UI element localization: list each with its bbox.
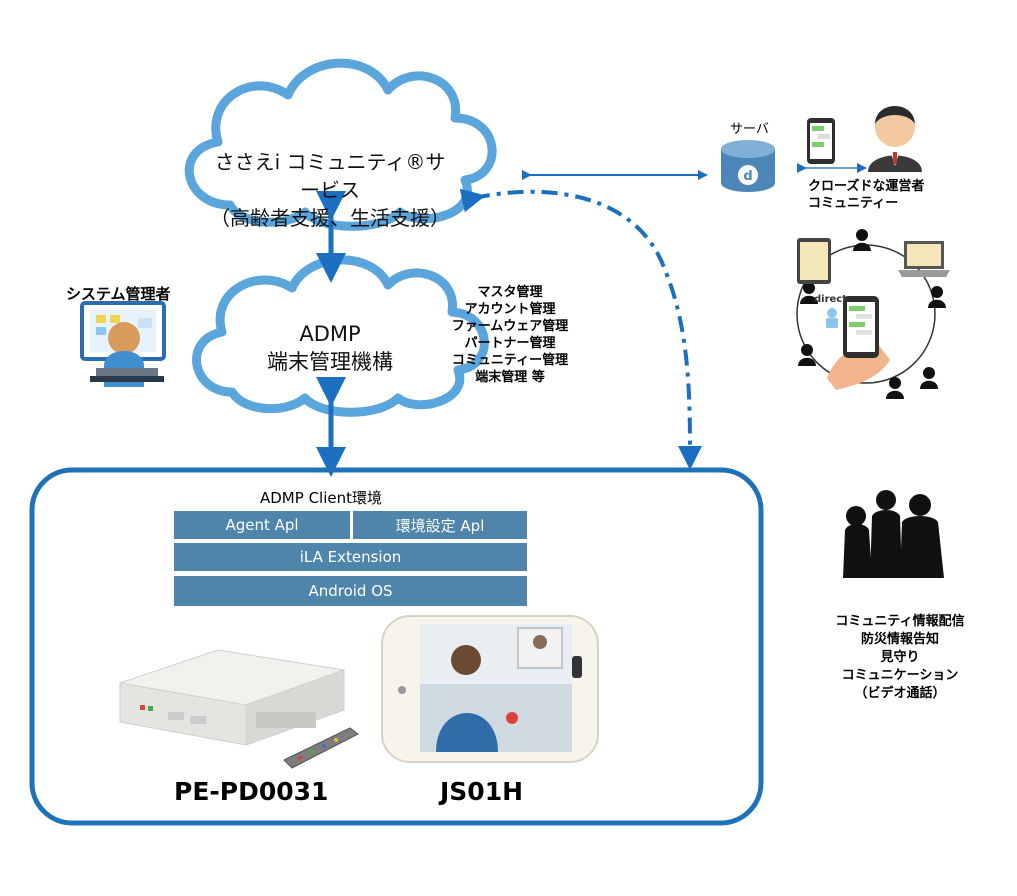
service-item: 見守り — [880, 650, 920, 665]
tablet-illustration — [381, 615, 599, 763]
service-item: コミュニティ情報配信 — [835, 614, 965, 629]
laptop-icon — [898, 241, 950, 277]
stb-label: PE-PD0031 — [174, 777, 329, 806]
layer-agent-apl: Agent Apl — [174, 511, 350, 539]
client-environment-container — [29, 467, 764, 826]
admin-functions-list: マスタ管理 アカウント管理 ファームウェア管理 パートナー管理 コミュニティー管… — [440, 284, 580, 386]
service-cloud — [184, 58, 497, 231]
direct-label: direct — [814, 294, 848, 305]
layer-ila-extension: iLA Extension — [174, 543, 527, 571]
tablet-label: JS01H — [440, 777, 524, 806]
admin-function-item: パートナー管理 — [464, 336, 556, 351]
tablet-small-icon — [797, 238, 831, 284]
admin-function-item: コミュニティー管理 — [451, 353, 569, 368]
svg-text:d: d — [743, 169, 752, 184]
phone-icon — [807, 118, 835, 164]
service-item: コミュニケーション — [841, 668, 959, 683]
community-members — [798, 229, 946, 399]
service-cloud-line2: （高齢者支援、生活支援） — [210, 206, 450, 230]
service-item: 防災情報告知 — [860, 632, 939, 647]
layer-android-os: Android OS — [174, 576, 527, 606]
admp-cloud-line2: 端末管理機構 — [267, 350, 393, 374]
operator-label-line1: クローズドな運営者 — [808, 179, 925, 194]
operator-label: クローズドな運営者 コミュニティー — [808, 178, 924, 212]
system-admin-illustration — [80, 301, 166, 387]
server-icon: d — [721, 140, 775, 192]
direct-robot-icon — [826, 308, 838, 328]
layer-settings-apl: 環境設定 Apl — [353, 511, 527, 539]
set-top-box-illustration — [119, 649, 359, 769]
admin-function-item: 端末管理 等 — [475, 370, 545, 385]
service-cloud-line1: ささえi コミュニティ®サービス — [214, 150, 446, 202]
family-silhouette — [843, 490, 944, 578]
server-label: サーバ — [730, 122, 769, 137]
operator-label-line2: コミュニティー — [808, 196, 899, 211]
service-item: （ビデオ通話） — [854, 686, 946, 701]
operator-illustration — [868, 106, 922, 172]
arrow-cloud-client-dashed — [459, 188, 702, 470]
services-list: コミュニティ情報配信 防災情報告知 見守り コミュニケーション （ビデオ通話） — [820, 613, 980, 703]
sysadmin-label: システム管理者 — [66, 285, 171, 303]
admin-function-item: アカウント管理 — [464, 302, 556, 317]
hand-phone-icon — [827, 296, 890, 390]
admin-function-item: マスタ管理 — [477, 285, 543, 300]
service-cloud-title: ささえi コミュニティ®サービス （高齢者支援、生活支援） — [205, 148, 455, 232]
admin-function-item: ファームウェア管理 — [451, 319, 569, 334]
client-env-title: ADMP Client環境 — [260, 489, 382, 507]
admp-cloud-line1: ADMP — [299, 322, 361, 346]
admp-cloud-title: ADMP 端末管理機構 — [245, 320, 415, 376]
